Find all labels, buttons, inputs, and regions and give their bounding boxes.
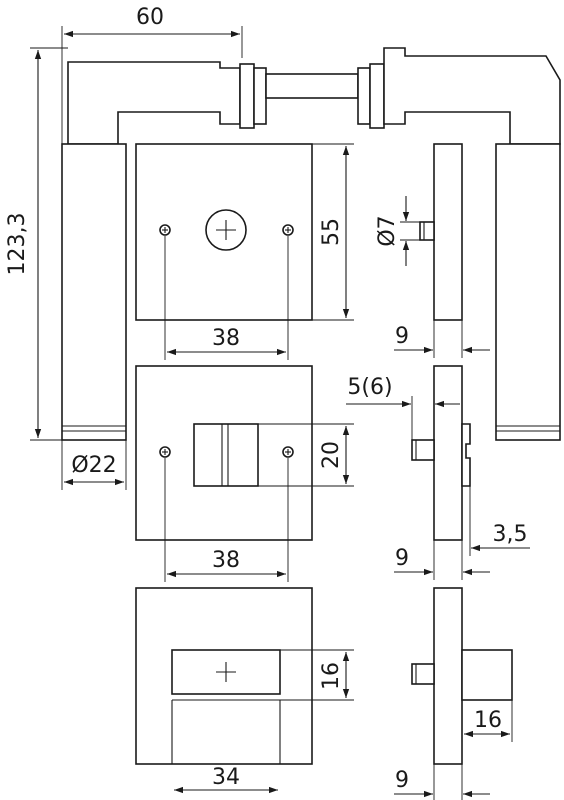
top-rose-side-plate: [433, 143, 463, 321]
right-lever-arm: [383, 47, 561, 145]
dim-label-55: 55: [319, 218, 344, 246]
spindle-stub: [419, 221, 435, 241]
dim-lever-length: 60: [61, 5, 243, 144]
dim-key-height: 16: [280, 649, 354, 701]
dim-spindle-diameter: Ø7: [375, 196, 420, 266]
spindle-assembly: [239, 63, 385, 129]
key-cylinder: [461, 649, 513, 701]
turn-knob: [193, 423, 259, 487]
dim-label-34: 34: [212, 765, 240, 790]
dim-key-depth: 16: [461, 700, 513, 742]
turn-stub: [411, 439, 435, 461]
top-rose-front: [135, 143, 313, 321]
dim-handle-diameter: Ø22: [61, 440, 127, 490]
right-collar-ring: [357, 67, 371, 125]
dim-label-3-5: 3,5: [493, 522, 528, 547]
spindle-bar: [265, 73, 359, 99]
dim-rose-thickness-mid: 9: [394, 540, 490, 580]
right-grip: [495, 143, 561, 441]
dim-label-38-mid: 38: [212, 548, 240, 573]
dim-label-16-front: 16: [319, 662, 344, 690]
dim-label-20: 20: [319, 441, 344, 469]
bottom-rose-side-plate: [433, 587, 463, 765]
dim-label-o22: Ø22: [71, 453, 116, 478]
dim-slot-height: 20: [258, 423, 354, 487]
dim-rose-thickness-top: 9: [394, 320, 490, 358]
dim-total-height: 123,3: [5, 47, 68, 441]
dim-screw-spacing-mid: 38: [164, 458, 289, 582]
bottom-rose-side: [411, 587, 513, 765]
release-cam: [461, 423, 471, 487]
right-collar: [369, 63, 385, 129]
dim-label-o7: Ø7: [375, 215, 400, 246]
left-lever-handle: [61, 61, 241, 441]
dim-rose-height: 55: [312, 143, 354, 321]
middle-rose-side-plate: [433, 365, 463, 541]
left-collar: [239, 63, 255, 129]
dim-label-16-side: 16: [474, 708, 502, 733]
left-collar-ring: [253, 67, 267, 125]
middle-rose-side: [411, 365, 471, 541]
dim-turn-offset: 3,5: [469, 486, 530, 556]
left-grip: [61, 143, 127, 441]
dim-offset: 5(6): [346, 375, 460, 440]
dim-label-9-mid: 9: [395, 546, 409, 571]
dim-key-width: 34: [174, 765, 278, 794]
dim-label-5-6: 5(6): [347, 375, 392, 400]
dim-label-9-bottom: 9: [395, 768, 409, 793]
dim-screw-spacing-top: 38: [164, 236, 289, 360]
dim-rose-thickness-bottom: 9: [394, 764, 490, 800]
dim-label-9-top: 9: [395, 324, 409, 349]
right-lever-handle: [383, 47, 561, 441]
dim-label-38-top: 38: [212, 326, 240, 351]
key-stub: [411, 663, 435, 685]
dim-label-123-3: 123,3: [5, 213, 30, 276]
top-rose-side: [419, 143, 463, 321]
middle-rose-front: [135, 365, 313, 541]
left-lever-arm: [67, 61, 241, 145]
bottom-rose-front: [135, 587, 313, 765]
dim-label-60: 60: [136, 5, 164, 30]
